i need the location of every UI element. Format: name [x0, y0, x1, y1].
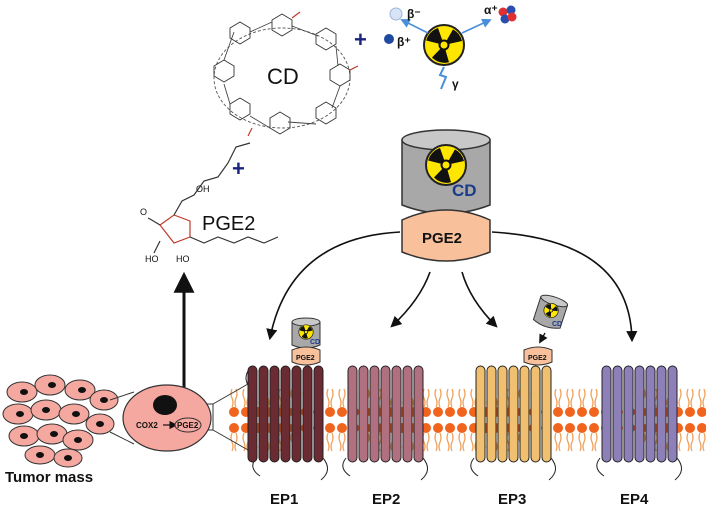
cd-label: CD — [267, 64, 299, 89]
receptor-ep2 — [342, 365, 428, 481]
radiation-icon — [425, 144, 467, 186]
receptor-ep4 — [596, 365, 682, 481]
ep3-pge2-label: PGE2 — [528, 355, 547, 362]
ep1-pge2-label: PGE2 — [296, 355, 315, 362]
cyclodextrin-structure — [213, 11, 359, 137]
receptor-ep1 — [245, 365, 328, 481]
cell-icon — [122, 384, 212, 452]
cd-pge2-complex — [401, 129, 491, 262]
receptor-arrows — [266, 231, 638, 343]
complex-pge2-label: PGE2 — [422, 230, 462, 247]
ep3-label: EP3 — [498, 491, 526, 508]
chem-oh-label: OH — [196, 184, 210, 194]
alpha-particle — [498, 5, 517, 24]
chem-ho-label: HO — [176, 254, 190, 264]
tumor-mass — [2, 374, 119, 468]
plus-sign: + — [232, 156, 245, 181]
ep3-cd-label: CD — [552, 321, 562, 328]
chem-ho-label: HO — [145, 254, 159, 264]
radiation-icon — [298, 324, 314, 340]
radiation-icon — [423, 24, 465, 66]
prostaglandin-structure — [147, 142, 279, 254]
ep4-label: EP4 — [620, 491, 649, 508]
receptor-ep3 — [470, 365, 556, 481]
ep1-bound-complex — [291, 317, 321, 366]
cox2-label: COX2 — [136, 421, 158, 430]
chem-o-label: O — [140, 207, 147, 217]
cell-pge2-label: PGE2 — [177, 421, 199, 430]
alpha-label: α⁺ — [484, 3, 498, 17]
gamma-label: γ — [452, 77, 459, 91]
ep1-label: EP1 — [270, 491, 298, 508]
tumor-mass-label: Tumor mass — [5, 469, 93, 486]
ep1-cd-label: CD — [310, 339, 320, 346]
pge2-label: PGE2 — [202, 213, 255, 235]
complex-cd-label: CD — [452, 181, 477, 200]
beta-minus-particle — [389, 7, 403, 21]
beta-minus-label: β⁻ — [407, 7, 421, 21]
ep2-label: EP2 — [372, 491, 400, 508]
ep3-dissociated-complex — [523, 294, 569, 366]
beta-plus-particle — [384, 34, 394, 44]
plus-sign: + — [354, 27, 367, 52]
beta-plus-label: β⁺ — [397, 35, 411, 49]
radiation-source — [384, 5, 517, 90]
